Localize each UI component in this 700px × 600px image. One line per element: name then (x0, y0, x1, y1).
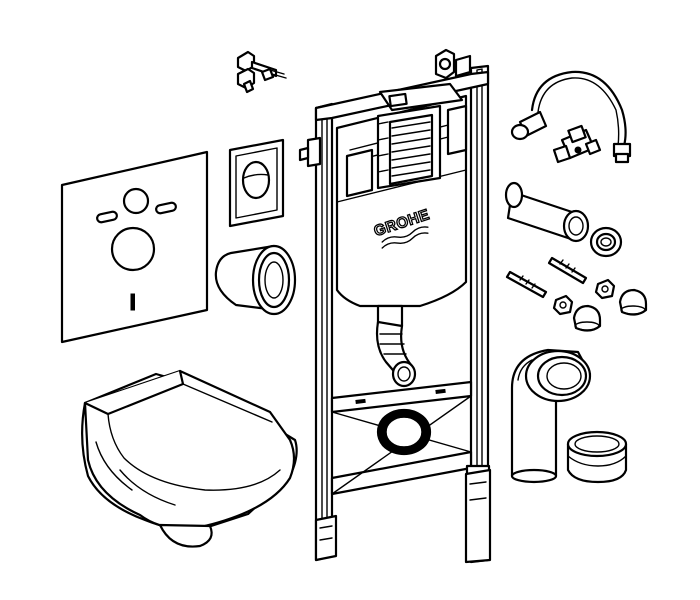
flush-bend-outlet (375, 304, 417, 388)
angle-valve (552, 124, 602, 164)
wc-bowl (81, 369, 298, 548)
hex-nuts (552, 278, 616, 316)
sound-insulation-sheet (60, 150, 209, 344)
concealed-cistern: GROHE (335, 82, 468, 456)
flush-pipe-connector (214, 244, 297, 316)
seal-ring (589, 226, 623, 258)
frame-waste-ring (376, 408, 432, 456)
flush-plate (228, 138, 285, 228)
water-supply-hose (510, 70, 632, 164)
fixing-rods (505, 256, 588, 299)
pipe-extension (504, 181, 590, 243)
waste-pipe-bend (510, 348, 592, 484)
waste-connector-sleeve (566, 430, 628, 484)
wall-fixing-bolts (236, 50, 287, 94)
actuator-housing (376, 104, 442, 190)
domed-caps (572, 288, 648, 332)
